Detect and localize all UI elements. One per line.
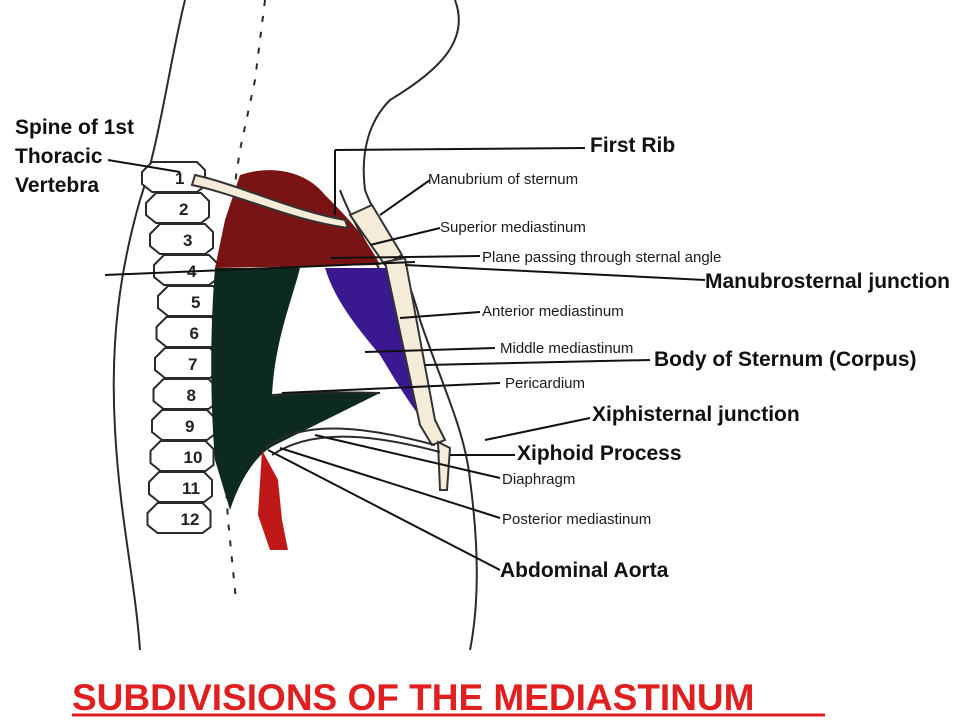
label-manubrium: Manubrium of sternum: [428, 171, 578, 188]
label-abdominal-aorta: Abdominal Aorta: [500, 559, 669, 582]
label-spine-3: Vertebra: [15, 174, 99, 197]
vertebra-2: [145, 192, 210, 224]
diaphragm-line-inner: [271, 435, 441, 456]
page-title: SUBDIVISIONS OF THE MEDIASTINUM: [72, 677, 754, 718]
label-xiphoid-process: Xiphoid Process: [517, 442, 682, 465]
label-sternal-angle-plane: Plane passing through sternal angle: [482, 249, 721, 266]
pericardium-line: [271, 391, 381, 396]
vertebra-number-8: 8: [187, 386, 196, 405]
label-manubrosternal-junction: Manubrosternal junction: [705, 270, 950, 293]
back-outline: [112, 0, 186, 651]
leader-lines: [107, 147, 706, 571]
vertebra-number-5: 5: [191, 293, 200, 312]
label-diaphragm: Diaphragm: [502, 471, 575, 488]
label-xiphisternal-junction: Xiphisternal junction: [592, 403, 800, 426]
abdominal-aorta-vessel: [258, 450, 288, 550]
vertebra-11: [148, 471, 213, 503]
vertebral-column: 123456789101112: [141, 161, 222, 534]
label-first-rib: First Rib: [590, 134, 675, 157]
label-spine-1: Spine of 1st: [15, 116, 134, 139]
label-middle-mediastinum: Middle mediastinum: [500, 340, 633, 357]
label-posterior-mediastinum: Posterior mediastinum: [502, 511, 651, 528]
label-anterior-mediastinum: Anterior mediastinum: [482, 303, 624, 320]
vertebra-10: [149, 440, 215, 472]
label-spine-2: Thoracic: [15, 145, 103, 168]
vertebra-number-1: 1: [175, 169, 184, 188]
first-rib-bone: [190, 173, 350, 230]
vertebra-3: [149, 223, 214, 255]
vertebra-number-10: 10: [184, 448, 203, 467]
label-superior-mediastinum: Superior mediastinum: [440, 219, 586, 236]
label-body-of-sternum: Body of Sternum (Corpus): [654, 348, 917, 371]
anterior-mediastinum-region: [325, 268, 430, 430]
label-pericardium: Pericardium: [505, 375, 585, 392]
vertebra-number-9: 9: [185, 417, 194, 436]
vertebra-number-3: 3: [183, 231, 192, 250]
vertebra-8: [152, 378, 218, 410]
vertebra-number-2: 2: [179, 200, 188, 219]
vertebra-number-11: 11: [182, 479, 200, 498]
vertebra-5: [157, 285, 222, 317]
vertebra-number-7: 7: [188, 355, 197, 374]
vertebra-number-6: 6: [190, 324, 199, 343]
vertebra-6: [155, 316, 221, 348]
vertebra-12: [146, 502, 212, 534]
diaphragm-line: [264, 427, 436, 449]
vertebra-number-12: 12: [181, 510, 200, 529]
posterior-mediastinum-region: [211, 268, 380, 510]
vertebra-9: [151, 409, 216, 441]
vertebra-7: [154, 347, 219, 379]
sternal-angle-plane-line: [104, 261, 416, 276]
manubrium-bone: [348, 203, 404, 267]
